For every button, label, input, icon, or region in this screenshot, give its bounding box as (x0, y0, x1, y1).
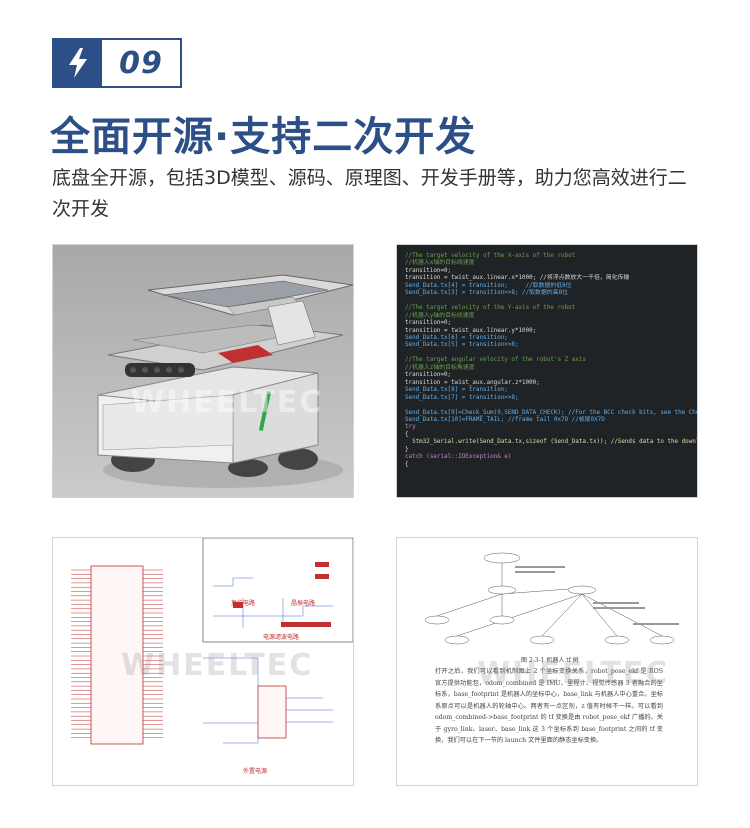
code-line: Stm32_Serial.write(Send_Data.tx,sizeof (… (412, 439, 698, 446)
page-title: 全面开源·支持二次开发 (50, 114, 477, 160)
robot-chassis-illustration (97, 274, 353, 488)
code-line: Send_Data.tx[10]=FRAME_TAIL; //frame tai… (405, 416, 605, 423)
section-number: 09 (119, 45, 163, 81)
watermark: WHEELTEC (477, 656, 670, 691)
code-block: //The target velocity of the X-axis of t… (405, 253, 698, 469)
section-badge: 09 (52, 38, 182, 88)
manual-page-image: 图 2-3-1 机器人 tf 树 打开之后，我们可以看到机制图上 2 个坐标变换… (396, 537, 698, 786)
code-line: { (405, 461, 409, 468)
schematic-label-power: 外置电源 (243, 768, 268, 775)
source-code-image: //The target velocity of the X-axis of t… (396, 244, 698, 498)
code-line: } (405, 446, 409, 453)
code-line (405, 350, 695, 357)
code-line: Send_Data.tx[4] = transition; //取数据的低8位 (405, 282, 572, 289)
schematic-image: 复位电路 晶振电路 电源滤波电路 外置电源 WHEELTEC (52, 537, 354, 786)
figure-caption: 图 2-3-1 机器人 tf 树 (521, 657, 579, 664)
code-line: transition = twist_aux.angular.z*1000; (405, 379, 540, 386)
watermark: WHEELTEC (121, 648, 314, 683)
code-line: Send_Data.tx[6] = transition; (405, 334, 508, 341)
page-description: 底盘全开源，包括3D模型、源码、原理图、开发手册等，助力您高效进行二次开发 (52, 167, 687, 220)
code-line: transition = twist_aux.linear.x*1000; //… (405, 275, 630, 282)
lightning-bolt-icon (54, 40, 102, 86)
code-line: catch (serial::IOException& e) (405, 454, 512, 461)
code-line: Send_Data.tx[7] = transition>>8; (405, 394, 519, 401)
code-line: Send_Data.tx[8] = transition; (405, 387, 508, 394)
code-line: Send_Data.tx[5] = transition>>8; (405, 342, 519, 349)
code-line (405, 402, 695, 409)
model-render-image: WHEELTEC (52, 244, 354, 498)
code-line: transition = twist_aux.linear.y*1000; (405, 327, 537, 334)
code-line: //The target velocity of the X-axis of t… (405, 253, 576, 259)
code-line: //机器人z轴的目标角速度 (405, 364, 475, 371)
code-line: transition=0; (405, 320, 452, 327)
code-line: Send_Data.tx[9]=Check_Sum(9,SEND_DATA_CH… (405, 409, 697, 416)
code-line: transition=0; (405, 372, 452, 379)
code-line: //机器人y轴的目标线速度 (405, 312, 475, 319)
code-line: //The target angular velocity of the rob… (405, 357, 586, 364)
schematic-label-crystal: 晶振电路 (291, 600, 316, 607)
code-line (405, 298, 695, 305)
code-line: try (405, 424, 416, 431)
manual-body-text: 打开之后，我们可以看到机制图上 2 个坐标变换关系，robot_pose_ekf… (435, 668, 663, 744)
schematic-label-filter: 电源滤波电路 (263, 634, 300, 641)
watermark: WHEELTEC (131, 385, 324, 420)
tf-tree-diagram (424, 552, 679, 645)
code-line: Send_Data.tx[3] = transition>>8; //取数据的高… (405, 290, 569, 297)
code-line: { (405, 431, 409, 438)
code-line: //The target velocity of the Y-axis of t… (405, 305, 576, 312)
schematic-label-reset: 复位电路 (231, 600, 256, 607)
circuit-schematic (71, 538, 353, 745)
code-line: transition=0; (405, 267, 452, 274)
code-line: //机器人x轴的目标线速度 (405, 260, 475, 267)
